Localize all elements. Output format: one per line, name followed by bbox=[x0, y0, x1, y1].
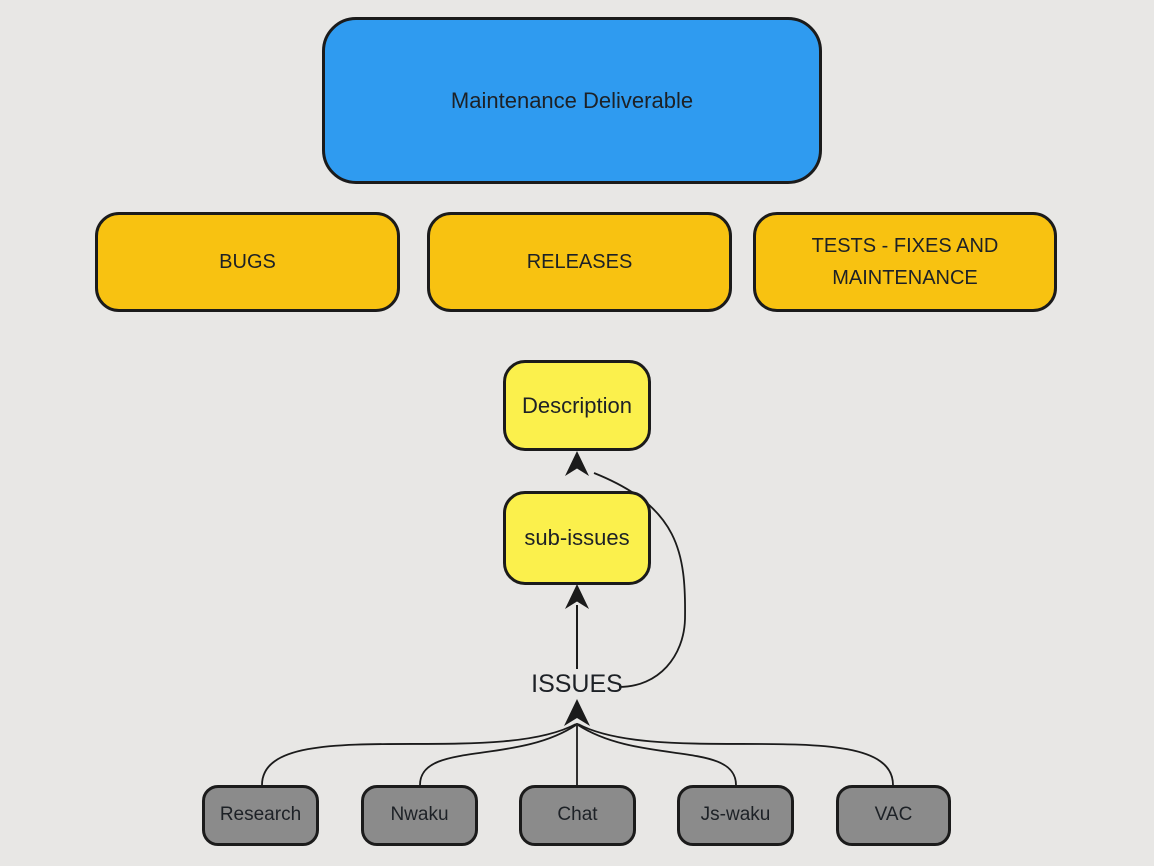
node-nwaku-label: Nwaku bbox=[390, 804, 449, 826]
node-vac[interactable]: VAC bbox=[836, 785, 951, 846]
node-chat[interactable]: Chat bbox=[519, 785, 636, 846]
node-research-label: Research bbox=[219, 804, 302, 826]
node-maintenance-deliverable[interactable]: Maintenance Deliverable bbox=[322, 17, 822, 184]
node-js-waku[interactable]: Js-waku bbox=[677, 785, 794, 846]
arrowhead-issues bbox=[564, 699, 590, 726]
node-description[interactable]: Description bbox=[503, 360, 651, 451]
node-releases[interactable]: RELEASES bbox=[427, 212, 732, 312]
label-issues[interactable]: ISSUES bbox=[531, 670, 623, 698]
node-maintenance-deliverable-label: Maintenance Deliverable bbox=[450, 87, 694, 113]
arrowhead-description bbox=[565, 451, 589, 476]
node-sub-issues[interactable]: sub-issues bbox=[503, 491, 651, 585]
connector-jswaku-issues bbox=[577, 724, 737, 786]
node-releases-label: RELEASES bbox=[526, 251, 633, 273]
node-bugs-label: BUGS bbox=[219, 251, 276, 273]
connector-research-issues bbox=[261, 723, 577, 786]
node-research[interactable]: Research bbox=[202, 785, 319, 846]
node-vac-label: VAC bbox=[874, 804, 913, 826]
node-sub-issues-label: sub-issues bbox=[524, 525, 630, 551]
node-tests-label: TESTS - FIXES AND MAINTENANCE bbox=[811, 235, 999, 289]
node-chat-label: Chat bbox=[557, 804, 598, 826]
node-nwaku[interactable]: Nwaku bbox=[361, 785, 478, 846]
node-tests-fixes-maintenance[interactable]: TESTS - FIXES AND MAINTENANCE bbox=[753, 212, 1057, 312]
connector-nwaku-issues bbox=[419, 724, 577, 786]
node-bugs[interactable]: BUGS bbox=[95, 212, 400, 312]
arrowhead-subissues bbox=[565, 584, 589, 609]
node-js-waku-label: Js-waku bbox=[700, 804, 771, 826]
node-description-label: Description bbox=[521, 392, 633, 418]
connector-vac-issues bbox=[577, 723, 894, 786]
